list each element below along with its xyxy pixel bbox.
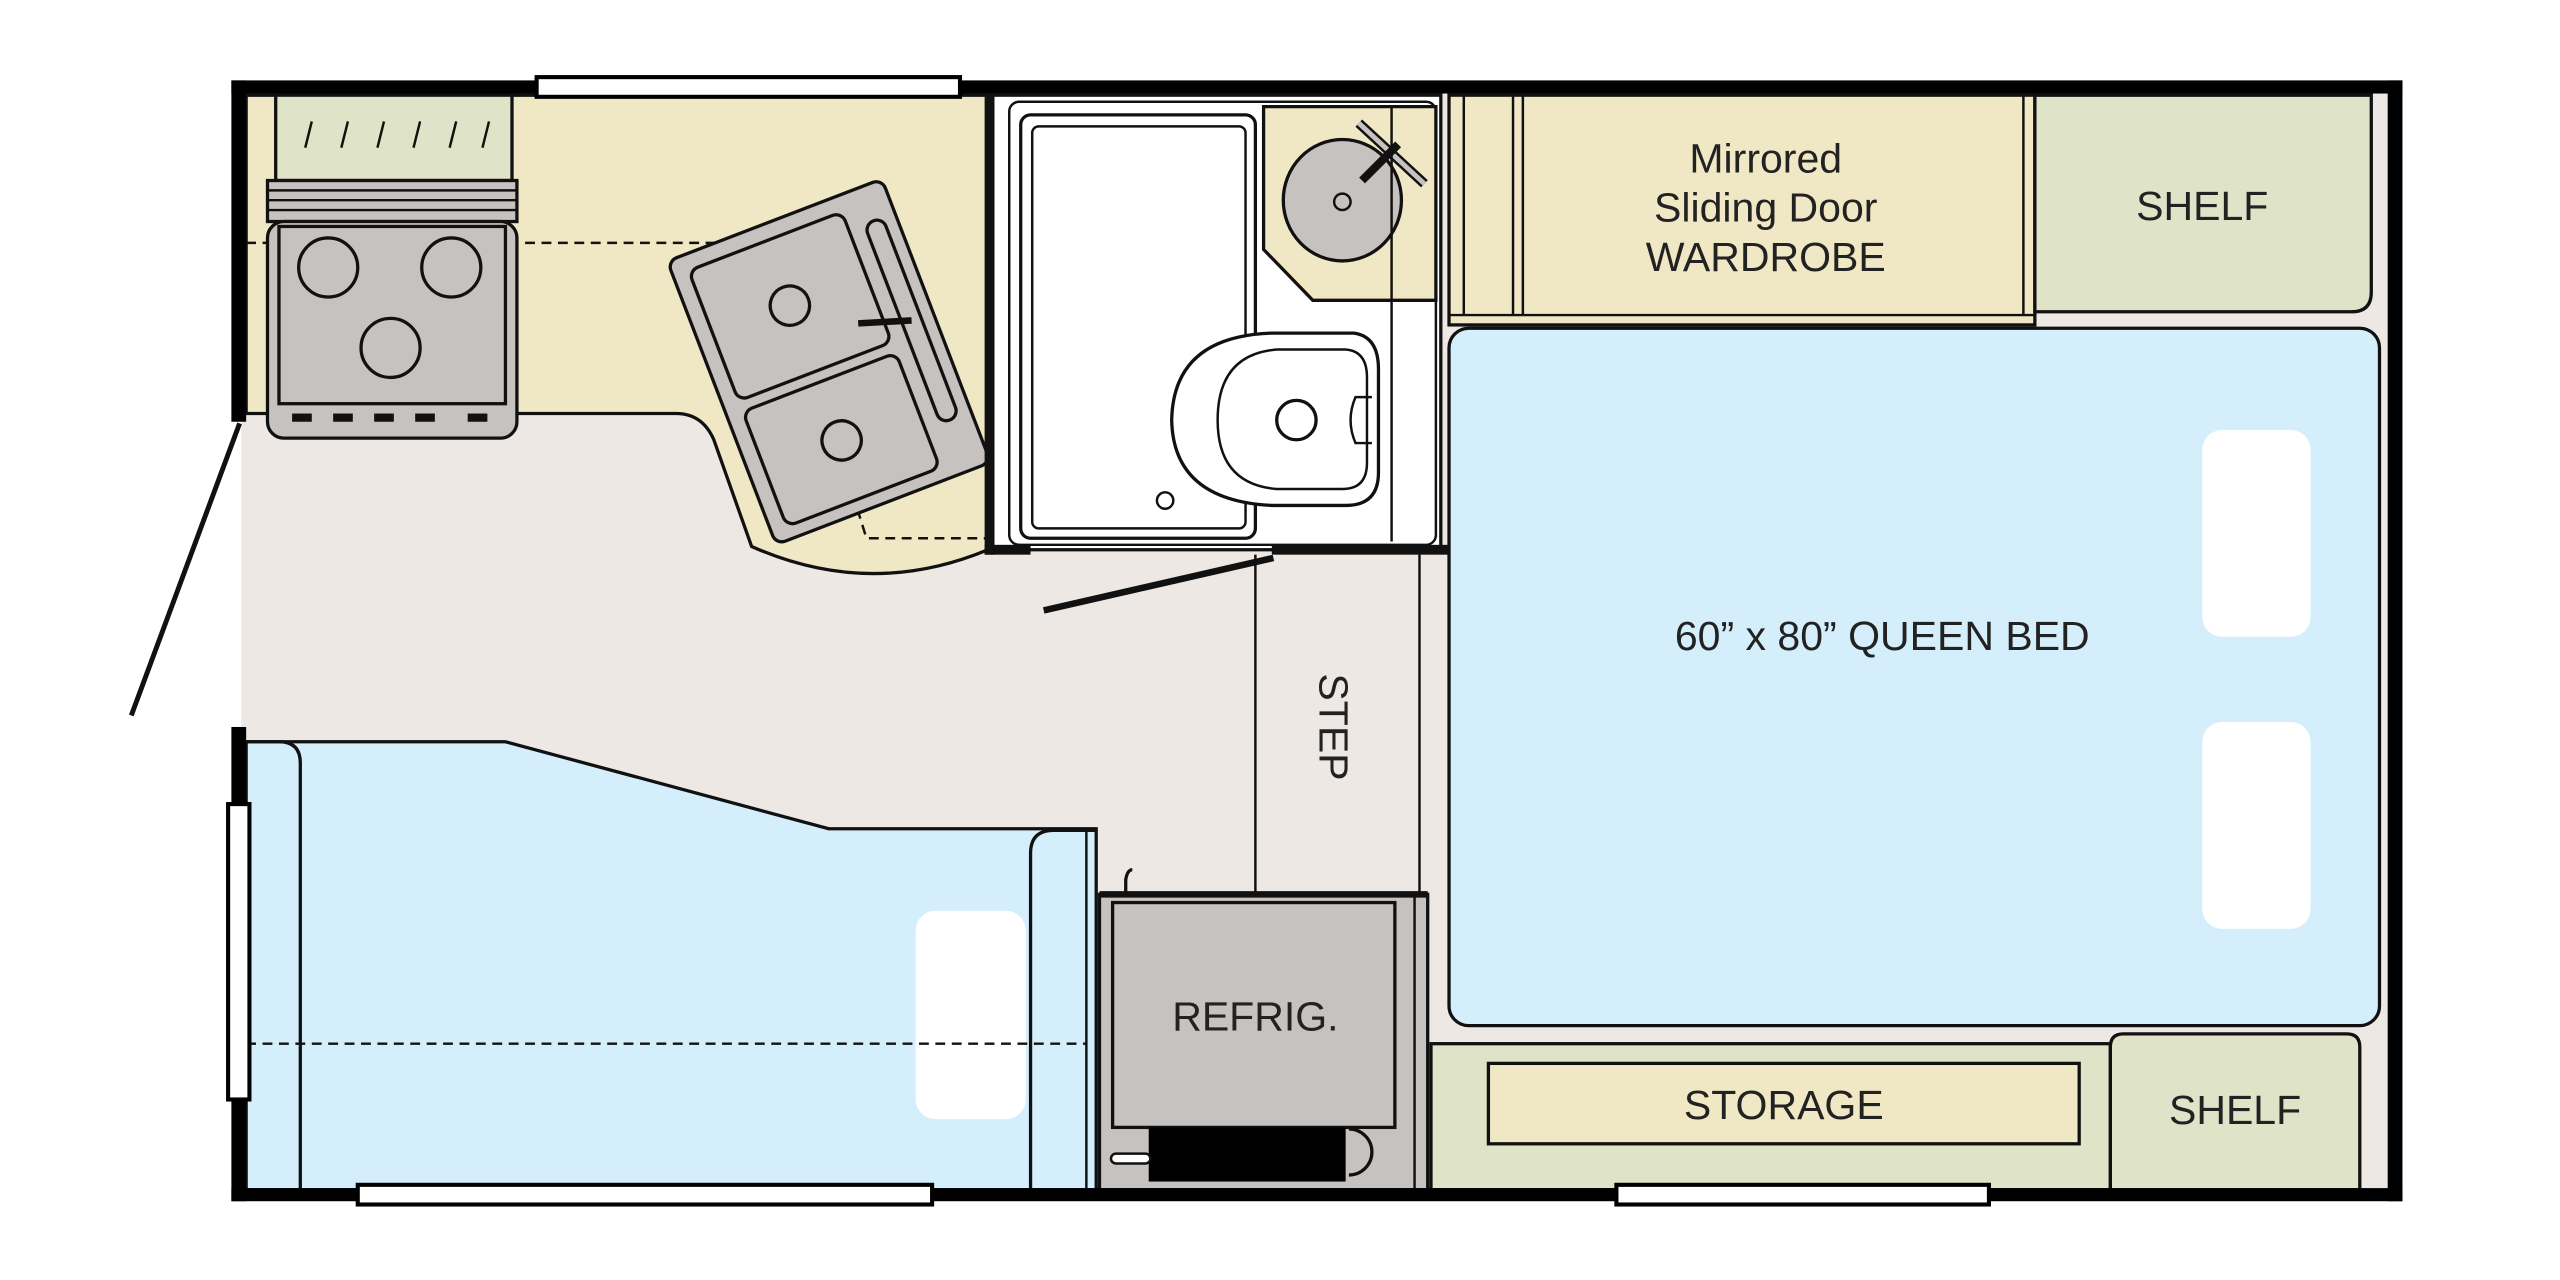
pillow [2202,722,2311,929]
queen-bed: 60” x 80” QUEEN BED [1447,326,2382,1028]
step: STEP [1254,554,1421,1043]
refrigerator-label: REFRIG. [1172,994,1338,1040]
window [1614,1182,1991,1207]
toilet [1170,331,1381,508]
window [534,75,963,99]
wardrobe: Mirrored Sliding Door WARDROBE [1447,93,2037,327]
refrigerator: REFRIG. [1097,868,1430,1192]
shelf-bottom-label: SHELF [2169,1087,2301,1133]
stove [265,93,519,440]
shelf-top-label: SHELF [2136,183,2268,229]
bed-label: 60” x 80” QUEEN BED [1675,613,2090,659]
pillow [2202,429,2311,637]
step-label: STEP [1310,673,1356,780]
top-shelf: SHELF [2033,93,2373,314]
wardrobe-label-line1: Mirrored [1689,135,1842,181]
wardrobe-label-line2: Sliding Door [1654,185,1877,231]
bathroom-door [1042,554,1275,614]
windows [226,75,1991,1207]
burner-icon [420,236,483,299]
entry-door [128,422,242,717]
cushion-pillow [915,910,1026,1120]
kitchen-sink [668,180,990,544]
window [355,1182,935,1207]
window [226,802,252,1102]
drain-icon [1155,491,1175,510]
storage-area: STORAGE [1429,1042,2112,1192]
bottom-shelf: SHELF [2108,1032,2362,1192]
burner-icon [359,316,422,380]
wardrobe-label-line3: WARDROBE [1646,234,1886,280]
burner-icon [297,236,360,299]
storage-label: STORAGE [1684,1082,1884,1128]
bathroom [984,90,1450,614]
